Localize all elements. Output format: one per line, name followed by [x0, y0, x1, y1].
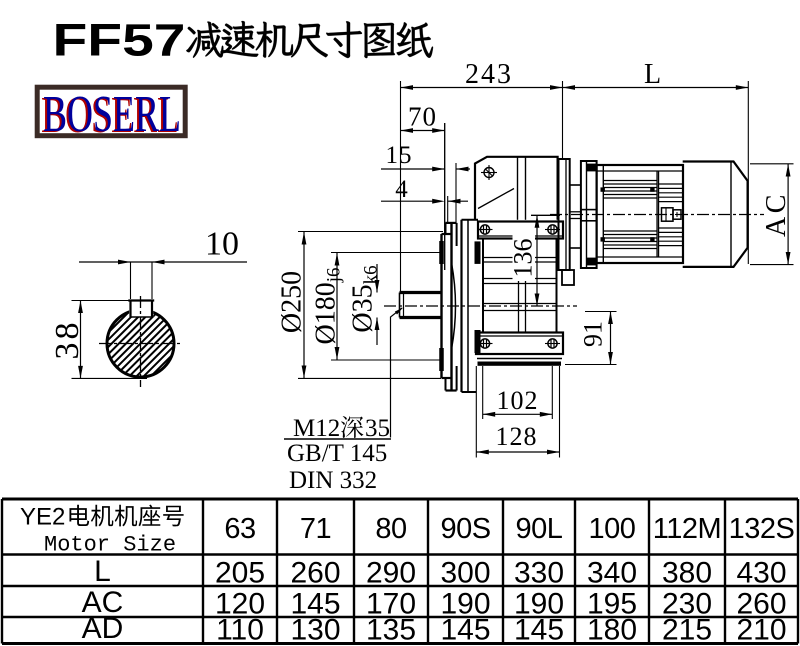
- svg-text:110: 110: [216, 614, 264, 646]
- svg-text:L: L: [644, 59, 661, 90]
- svg-text:195: 195: [587, 588, 637, 621]
- svg-text:430: 430: [736, 557, 786, 590]
- svg-text:300: 300: [440, 557, 490, 590]
- svg-text:190: 190: [514, 588, 564, 621]
- svg-text:120: 120: [215, 588, 265, 621]
- svg-text:135: 135: [366, 614, 416, 646]
- svg-text:90L: 90L: [516, 513, 563, 545]
- svg-text:330: 330: [514, 557, 564, 590]
- svg-text:205: 205: [215, 557, 265, 590]
- svg-text:4: 4: [395, 176, 408, 203]
- svg-text:260: 260: [736, 588, 786, 621]
- svg-text:15: 15: [386, 142, 413, 169]
- svg-text:AC: AC: [761, 191, 792, 237]
- svg-text:145: 145: [290, 588, 340, 621]
- svg-text:Motor Size: Motor Size: [44, 533, 176, 558]
- svg-text:90S: 90S: [440, 513, 490, 545]
- svg-text:170: 170: [366, 588, 416, 621]
- svg-text:230: 230: [662, 588, 712, 621]
- svg-text:112M: 112M: [653, 513, 721, 545]
- svg-text:215: 215: [662, 614, 712, 646]
- svg-text:M12: M12: [293, 415, 340, 442]
- svg-text:L: L: [94, 555, 111, 588]
- svg-text:190: 190: [440, 588, 490, 621]
- svg-text:YE2: YE2: [20, 504, 65, 531]
- svg-text:38: 38: [49, 320, 86, 360]
- svg-text:GB/T 145: GB/T 145: [287, 440, 387, 467]
- svg-text:80: 80: [375, 513, 406, 545]
- svg-text:340: 340: [587, 557, 637, 590]
- svg-text:380: 380: [662, 557, 712, 590]
- svg-text:63: 63: [224, 513, 255, 545]
- svg-text:210: 210: [736, 614, 786, 646]
- svg-text:132S: 132S: [729, 513, 795, 545]
- svg-text:91: 91: [579, 321, 608, 347]
- svg-text:260: 260: [290, 557, 340, 590]
- svg-text:70: 70: [408, 102, 437, 132]
- svg-text:BOSERL: BOSERL: [41, 87, 179, 144]
- svg-text:BOSERL: BOSERL: [43, 86, 181, 143]
- svg-text:AC: AC: [82, 586, 124, 619]
- svg-text:102: 102: [497, 386, 539, 415]
- svg-text:DIN 332: DIN 332: [289, 467, 377, 494]
- svg-text:100: 100: [589, 513, 636, 545]
- svg-text:130: 130: [290, 614, 340, 646]
- svg-text:128: 128: [496, 422, 538, 451]
- svg-text:Ø250: Ø250: [277, 271, 308, 333]
- svg-text:145: 145: [514, 614, 564, 646]
- svg-text:145: 145: [440, 614, 490, 646]
- svg-text:290: 290: [366, 557, 416, 590]
- svg-text:AD: AD: [82, 612, 124, 645]
- svg-text:180: 180: [587, 614, 637, 646]
- svg-text:71: 71: [300, 513, 331, 545]
- svg-text:FF57: FF57: [53, 15, 186, 66]
- svg-text:136: 136: [509, 239, 538, 278]
- svg-text:35: 35: [365, 415, 390, 442]
- svg-text:243: 243: [465, 59, 513, 90]
- svg-text:10: 10: [205, 226, 239, 263]
